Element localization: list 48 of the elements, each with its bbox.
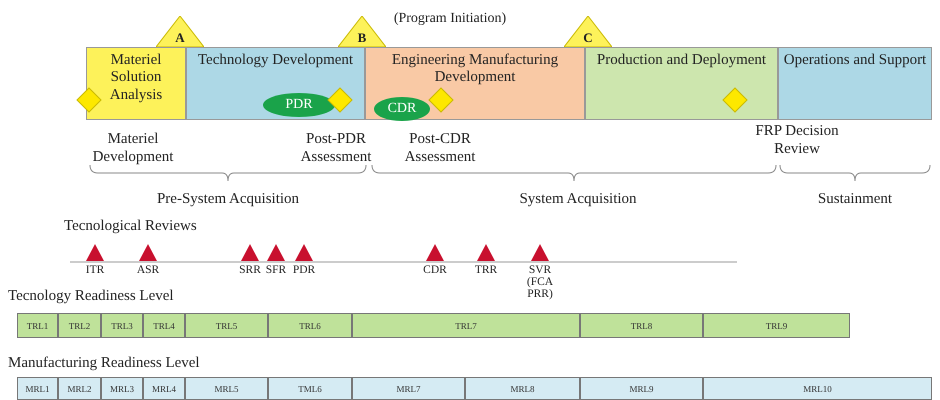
- phase-label: Materiel Development: [92, 130, 174, 166]
- review-label: TRR: [474, 264, 498, 278]
- review-label: ASR: [136, 264, 160, 278]
- review-oval: PDR: [263, 93, 335, 117]
- readiness-level-cell: TRL6: [268, 313, 352, 338]
- phase-label: Sustainment: [816, 190, 894, 208]
- row-title: Tecnological Reviews: [64, 217, 198, 235]
- milestone-triangle: C: [564, 16, 612, 47]
- readiness-level-cell: TML6: [268, 377, 352, 400]
- review-label: ITR: [84, 264, 106, 278]
- readiness-level-cell: MRL4: [143, 377, 185, 400]
- phase-box: Technology Development PDR: [186, 47, 365, 120]
- readiness-level-cell: MRL7: [352, 377, 465, 400]
- phase-label: FRP Decision Review: [754, 122, 840, 158]
- phase-box: Operations and Support: [778, 47, 932, 120]
- review-oval: CDR: [374, 97, 430, 121]
- phase-box: Engineering Manufacturing Development CDR: [365, 47, 585, 120]
- phase-label: Post-CDR Assessment: [404, 130, 476, 166]
- milestone-triangle: B: [338, 16, 386, 47]
- readiness-level-cell: TRL5: [185, 313, 268, 338]
- row-title: Manufacturing Readiness Level: [8, 354, 201, 372]
- milestone-triangle: A: [156, 16, 204, 47]
- readiness-level-cell: TRL1: [17, 313, 58, 338]
- readiness-level-cell: MRL10: [703, 377, 932, 400]
- readiness-level-cell: MRL1: [17, 377, 58, 400]
- readiness-level-cell: MRL8: [465, 377, 580, 400]
- review-label: SFR: [264, 264, 288, 278]
- readiness-level-cell: MRL3: [101, 377, 143, 400]
- readiness-level-cell: MRL9: [580, 377, 703, 400]
- review-label: SVR (FCA PRR): [526, 264, 554, 300]
- readiness-level-cell: TRL9: [703, 313, 850, 338]
- phase-label: Post-PDR Assessment: [300, 130, 372, 166]
- readiness-level-cell: TRL3: [101, 313, 143, 338]
- readiness-level-cell: TRL8: [580, 313, 703, 338]
- phase-box: Production and Deployment: [585, 47, 778, 120]
- readiness-level-cell: TRL4: [143, 313, 185, 338]
- row-title: Tecnology Readiness Level: [8, 287, 175, 305]
- phase-label: (Program Initiation): [392, 11, 508, 28]
- review-label: PDR: [292, 264, 316, 278]
- review-label: CDR: [422, 264, 448, 278]
- readiness-level-cell: MRL2: [58, 377, 101, 400]
- phase-label: Pre-System Acquisition: [156, 190, 300, 208]
- phase-box: Materiel Solution Analysis: [86, 47, 186, 120]
- review-label: SRR: [238, 264, 262, 278]
- phase-label: System Acquisition: [518, 190, 638, 208]
- readiness-level-cell: MRL5: [185, 377, 268, 400]
- readiness-level-cell: TRL2: [58, 313, 101, 338]
- readiness-level-cell: TRL7: [352, 313, 580, 338]
